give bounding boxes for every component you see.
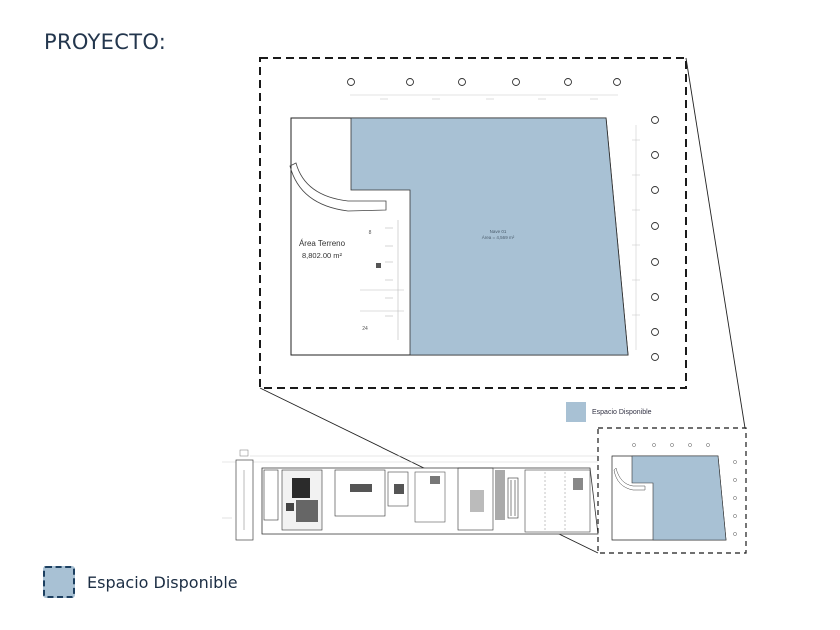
mini-available-space-area — [631, 455, 727, 541]
overall-site-plan — [222, 449, 599, 541]
column-markers-right — [651, 116, 659, 361]
mini-ramp-outline — [613, 467, 646, 491]
column-markers-top — [347, 78, 621, 86]
legend-label: Espacio Disponible — [87, 572, 238, 592]
legend-swatch — [43, 566, 75, 598]
terrain-label: Área Terreno — [299, 239, 346, 248]
page-title: PROYECTO: — [44, 30, 167, 54]
connector-line-right — [685, 57, 746, 429]
mini-column-markers — [632, 443, 737, 536]
equipment-mark — [376, 263, 381, 268]
parking-number-top: 8 — [369, 230, 372, 236]
detail-frame — [259, 57, 687, 389]
legend: Espacio Disponible — [43, 566, 238, 598]
available-space-area — [350, 117, 629, 356]
dimension-line-right — [632, 125, 640, 350]
terrain-area: 8,802.00 m² — [302, 251, 343, 260]
nave-label: Nave 01 — [490, 229, 507, 234]
mini-detail-frame — [597, 427, 747, 554]
dimension-line-top — [350, 94, 618, 100]
small-legend-swatch — [566, 402, 586, 422]
ramp-outline — [289, 162, 387, 212]
small-legend-label: Espacio Disponible — [592, 409, 652, 416]
parking-lines — [360, 220, 404, 340]
nave-area: Área = 4,569 m² — [482, 234, 515, 240]
parking-number-bottom: 24 — [362, 326, 368, 332]
